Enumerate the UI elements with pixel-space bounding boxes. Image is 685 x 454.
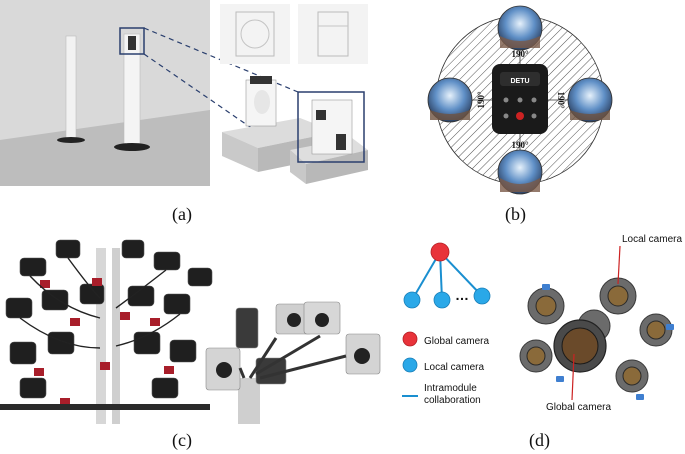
camera-cluster-render: [519, 277, 674, 400]
global-camera-node: [430, 242, 450, 262]
fov-label-top: 190°: [511, 49, 529, 59]
local-camera-node: [403, 291, 421, 309]
caption-c: (c): [172, 430, 192, 450]
legend-global-label: Global camera: [424, 336, 489, 347]
caption-b: (b): [505, 204, 526, 224]
caption-a: (a): [172, 204, 192, 224]
caption-d: (d): [529, 430, 550, 450]
panel-d-diagram: … Global camera Local camera Intramodule…: [396, 226, 685, 424]
callout-global-camera: Global camera: [546, 402, 611, 413]
legend-local-swatch: [402, 357, 418, 373]
fov-label-right: 190°: [556, 91, 566, 109]
local-camera-node: [433, 291, 451, 309]
panel-c-image: [0, 228, 390, 424]
legend-intramodule-line1: Intramodule: [424, 383, 477, 394]
callout-local-camera: Local camera: [622, 234, 682, 245]
panel-a-image: [0, 0, 372, 186]
panel-b-diagram: DETU 190° 190° 190° 190°: [420, 0, 620, 200]
legend-global-swatch: [402, 331, 418, 347]
device-logo: DETU: [510, 78, 529, 85]
legend-intramodule-line2: collaboration: [424, 395, 481, 406]
fisheye-view-top: [497, 5, 543, 51]
fisheye-view-left: [427, 77, 473, 123]
fisheye-view-right: [567, 77, 613, 123]
legend-local-label: Local camera: [424, 362, 484, 373]
fov-label-left: 190°: [476, 91, 486, 109]
graph-edge: [439, 251, 483, 297]
graph-ellipsis: …: [455, 287, 469, 303]
fov-label-bottom: 190°: [511, 140, 529, 150]
local-camera-node: [473, 287, 491, 305]
